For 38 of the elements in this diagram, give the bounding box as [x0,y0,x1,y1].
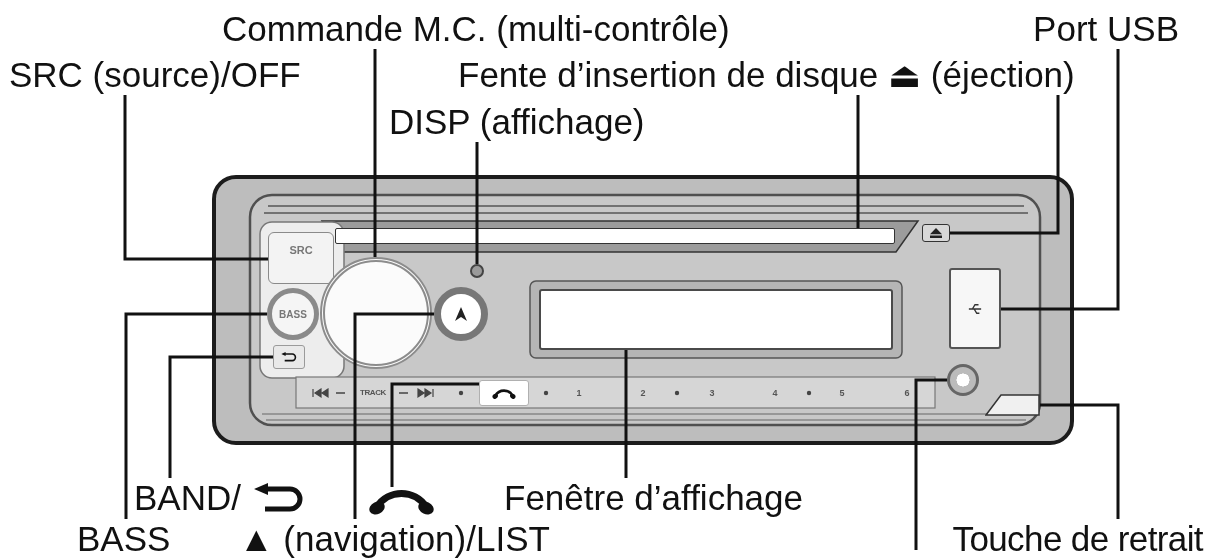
leader-line [950,95,1060,235]
part-label: Fente d’insertion de disque ⏏ (éjection) [458,55,1075,95]
leader-line [124,312,267,519]
source-button: SRC [268,232,334,284]
part-label: DISP (affichage) [389,102,645,142]
part-label: Touche de retrait [952,519,1203,559]
phone-icon [368,487,435,515]
track-label: TRACK [360,388,386,398]
preset-number: 1 [576,388,582,398]
leader-line [1001,49,1120,311]
leader-line [168,355,273,478]
leader-line [373,49,377,257]
preset-number: 6 [904,388,910,398]
leader-line [390,382,479,487]
phone-button [479,380,529,406]
display-window [539,289,893,350]
leader-line [624,350,628,478]
preset-number: 3 [709,388,715,398]
part-label: BAND/ [134,478,241,518]
leader-line [1040,403,1120,519]
band-button [273,345,305,369]
leader-line [123,95,268,261]
preset-number: 4 [772,388,778,398]
part-label: Fenêtre d’affichage [504,478,803,518]
part-label: Port USB [1033,9,1179,49]
part-label: ▲ (navigation)/LIST [239,519,550,559]
disc-slot [335,228,895,244]
leader-line [475,142,479,264]
leader-line [856,95,860,228]
part-label: Commande M.C. (multi-contrôle) [222,9,730,49]
part-label: BASS [77,519,171,559]
usb-port [949,268,1001,349]
preset-number: 5 [839,388,845,398]
part-label: SRC (source)/OFF [9,55,301,95]
eject-button [922,224,950,242]
preset-number: 2 [640,388,646,398]
leader-line [914,378,947,550]
leader-line [353,312,434,519]
